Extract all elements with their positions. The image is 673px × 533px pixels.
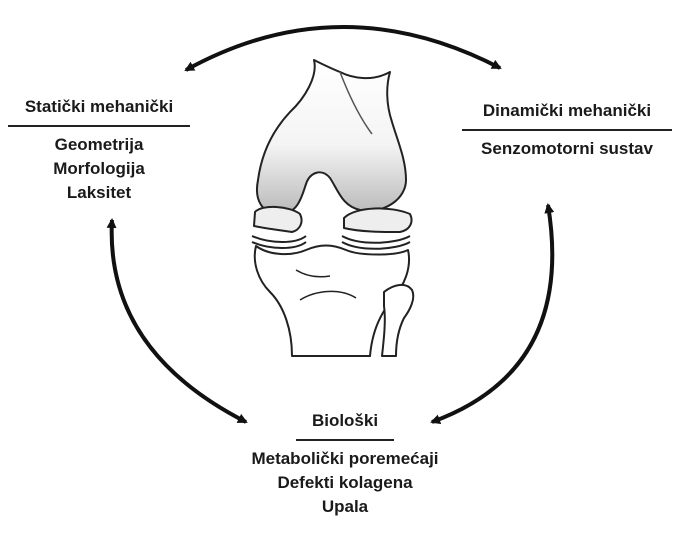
static-mechanical-heading: Statički mehanički	[8, 96, 190, 127]
arrow-dynamic-biological	[432, 205, 552, 422]
dynamic-mechanical-heading: Dinamički mehanički	[462, 100, 672, 131]
bio-item-inflammation: Upala	[216, 495, 474, 519]
meniscus-left	[254, 207, 302, 232]
fibula	[382, 285, 413, 356]
static-mechanical-block: Statički mehanički Geometrija Morfologij…	[8, 96, 190, 205]
bio-item-metabolic: Metabolički poremećaji	[216, 447, 474, 471]
biological-list: Metabolički poremećaji Defekti kolagena …	[216, 447, 474, 519]
femur	[257, 60, 406, 214]
static-item-laxity: Laksitet	[8, 181, 190, 205]
dynamic-mechanical-block: Dinamički mehanički Senzomotorni sustav	[462, 100, 672, 161]
biological-heading: Biološki	[296, 410, 394, 441]
meniscus-right	[344, 208, 412, 232]
static-mechanical-list: Geometrija Morfologija Laksitet	[8, 133, 190, 205]
arrow-static-dynamic	[186, 27, 500, 70]
dynamic-item-sensorimotor: Senzomotorni sustav	[462, 137, 672, 161]
static-item-morphology: Morfologija	[8, 157, 190, 181]
dynamic-mechanical-list: Senzomotorni sustav	[462, 137, 672, 161]
biological-block: Biološki Metabolički poremećaji Defekti …	[216, 410, 474, 519]
arrow-static-biological	[112, 220, 246, 422]
knee-joint-illustration	[252, 60, 413, 356]
bio-item-collagen: Defekti kolagena	[216, 471, 474, 495]
static-item-geometry: Geometrija	[8, 133, 190, 157]
